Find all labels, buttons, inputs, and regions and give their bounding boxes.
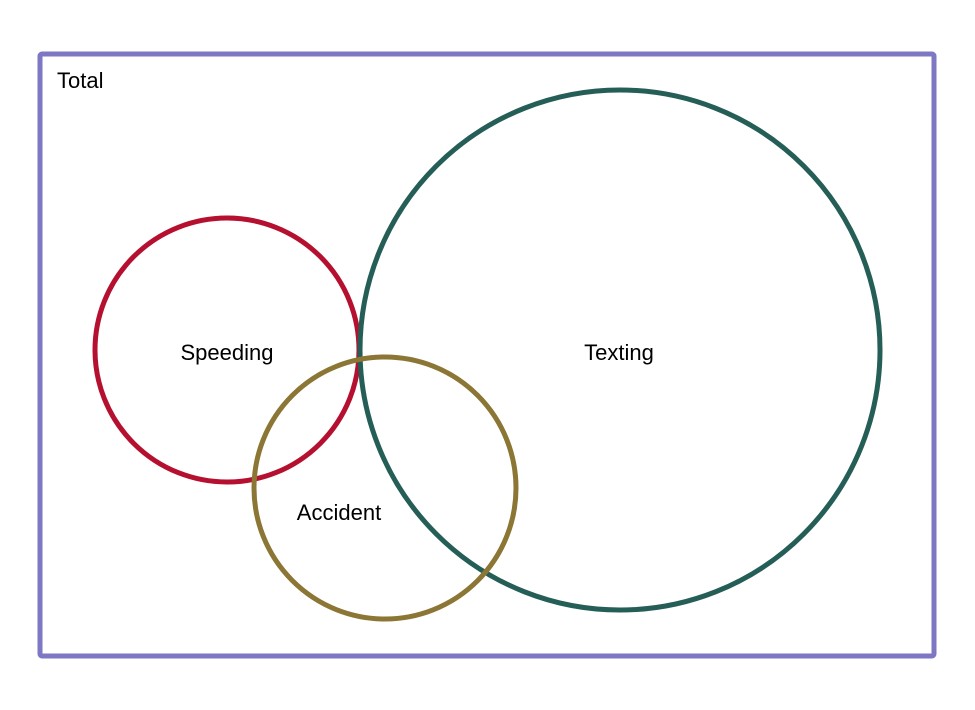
speeding-label: Speeding [181,340,274,365]
texting-label: Texting [584,340,654,365]
universe-label: Total [57,68,103,93]
accident-label: Accident [297,500,381,525]
accident-circle [251,354,519,622]
universe-frame [37,51,937,659]
texting-circle [357,87,883,613]
